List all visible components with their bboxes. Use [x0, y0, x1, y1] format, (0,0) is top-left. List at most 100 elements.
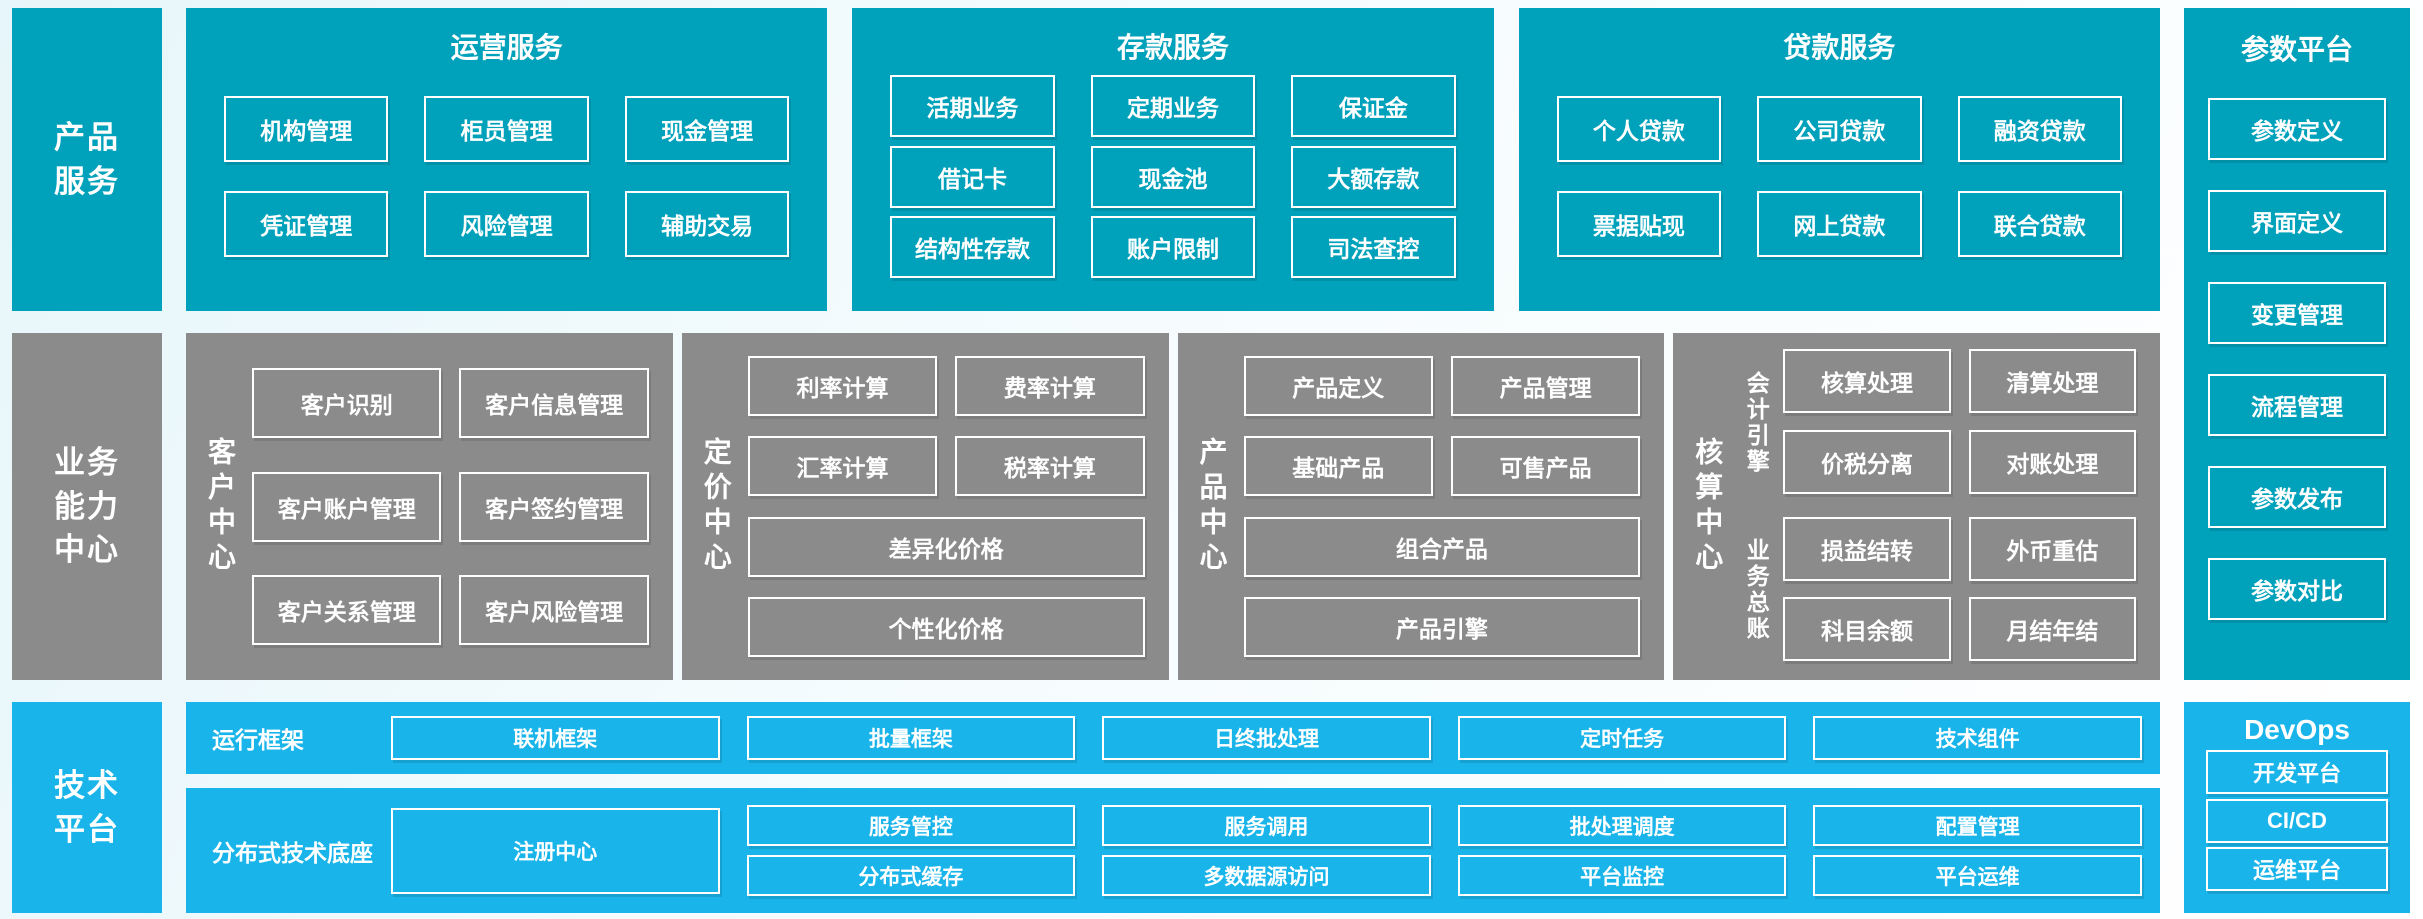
diagram-box: 客户签约管理 — [459, 471, 649, 542]
diagram-box: 个人贷款 — [1556, 95, 1722, 162]
diagram-box: 批处理调度 — [1457, 805, 1787, 846]
diagram-box: 可售产品 — [1450, 436, 1641, 497]
diagram-box: 界面定义 — [2208, 190, 2386, 252]
section-rows: 活期业务 定期业务 保证金 借记卡 现金池 大额存款 结构性存款 账户限制 司法… — [890, 66, 1456, 287]
diagram-box: 客户信息管理 — [459, 368, 649, 439]
diagram-box: 公司贷款 — [1757, 95, 1922, 162]
diagram-box: 平台运维 — [1813, 855, 2142, 896]
diagram-box: 变更管理 — [2208, 282, 2386, 344]
diagram-box: 产品管理 — [1450, 355, 1641, 416]
band-technology-platform: 运行框架 联机框架 批量框架 日终批处理 定时任务 技术组件 分布式技术底 — [186, 702, 2160, 913]
side-label-line: 服务 — [54, 163, 120, 199]
diagram-box: 服务调用 — [1102, 805, 1431, 846]
diagram-box: 风险管理 — [424, 191, 589, 258]
side-label-line: 技术 — [54, 768, 120, 804]
bar-slot: 注册中心 — [391, 807, 720, 894]
diagram-box: 参数发布 — [2208, 466, 2386, 528]
side-label-line: 业务 — [54, 445, 120, 481]
section-product-center: 产品中心 产品定义 产品管理 基础产品 可售产品 组合产品 产品引擎 — [1177, 333, 1665, 680]
diagram-box: 多数据源访问 — [1102, 855, 1431, 896]
diagram-box: 月结年结 — [1968, 597, 2136, 662]
diagram-box: 税率计算 — [955, 436, 1145, 497]
side-label-product-services: 产品 服务 — [12, 8, 162, 311]
diagram-box: 损益结转 — [1783, 516, 1951, 581]
bar-label: 分布式技术底座 — [212, 839, 373, 866]
diagram-box: 联合贷款 — [1957, 191, 2122, 258]
section-rows: 参数定义 界面定义 变更管理 流程管理 参数发布 参数对比 — [2208, 68, 2386, 650]
diagram-box: 客户账户管理 — [252, 471, 442, 542]
diagram-box: 司法查控 — [1291, 216, 1456, 279]
bar-slot: 批处理调度 平台监控 — [1457, 805, 1787, 896]
diagram-box: 配置管理 — [1813, 805, 2142, 846]
bar-label: 运行框架 — [212, 727, 304, 753]
diagram-box: 参数对比 — [2208, 558, 2386, 620]
diagram-box: 票据贴现 — [1556, 191, 1722, 258]
vertical-sublabel: 会计引擎 — [1743, 370, 1770, 475]
section-operations-services: 运营服务 机构管理 柜员管理 现金管理 凭证管理 风险管理 辅助交易 — [186, 8, 828, 311]
box-row: 凭证管理 风险管理 辅助交易 — [224, 191, 790, 258]
diagram-box: 批量框架 — [746, 716, 1076, 760]
diagram-box: 融资贷款 — [1957, 95, 2122, 162]
diagram-box: 定时任务 — [1457, 716, 1787, 760]
diagram-box: 现金池 — [1090, 145, 1256, 208]
diagram-box: 科目余额 — [1783, 597, 1951, 662]
vertical-label: 核算中心 — [1692, 436, 1724, 577]
diagram-box: 清算处理 — [1968, 349, 2136, 413]
diagram-box: 注册中心 — [391, 807, 720, 894]
diagram-box: 个性化价格 — [747, 597, 1145, 658]
diagram-box: CI/CD — [2206, 798, 2388, 843]
diagram-box: 服务管控 — [746, 805, 1076, 846]
bar-runtime-framework: 运行框架 联机框架 批量框架 日终批处理 定时任务 技术组件 — [186, 702, 2160, 774]
section-rows: 开发平台 CI/CD 运维平台 — [2206, 746, 2388, 895]
section-customer-center: 客户中心 客户识别 客户信息管理 客户账户管理 客户签约管理 客户关系管理 客户… — [186, 333, 673, 680]
diagram-box: 机构管理 — [224, 95, 389, 162]
diagram-box: 现金管理 — [624, 95, 790, 162]
vertical-label: 客户中心 — [205, 436, 236, 577]
section-accounting-center: 核算中心 会计引擎 核算处理 清算处理 价税分离 对账处理 业务总账 — [1673, 333, 2160, 680]
box-row: 活期业务 定期业务 保证金 — [890, 74, 1456, 137]
diagram-box: 保证金 — [1291, 74, 1456, 137]
diagram-box: 汇率计算 — [747, 436, 938, 497]
section-title: 贷款服务 — [1783, 32, 1896, 63]
diagram-box: 借记卡 — [890, 145, 1055, 208]
diagram-box: 差异化价格 — [747, 516, 1145, 577]
section-title: 运营服务 — [450, 32, 563, 63]
section-grid: 利率计算 费率计算 汇率计算 税率计算 差异化价格 个性化价格 — [747, 349, 1145, 664]
section-grid: 损益结转 外币重估 科目余额 月结年结 — [1783, 516, 2136, 665]
side-label-line: 能力 — [54, 488, 120, 524]
diagram-box: 流程管理 — [2208, 374, 2386, 436]
diagram-box: 活期业务 — [890, 74, 1055, 137]
box-row: 机构管理 柜员管理 现金管理 — [224, 95, 790, 162]
diagram-box: 账户限制 — [1090, 216, 1256, 279]
band-business-capability: 客户中心 客户识别 客户信息管理 客户账户管理 客户签约管理 客户关系管理 客户… — [186, 333, 2160, 680]
vertical-label: 定价中心 — [700, 436, 732, 577]
section-loan-services: 贷款服务 个人贷款 公司贷款 融资贷款 票据贴现 网上贷款 联合贷款 — [1518, 8, 2160, 311]
section-deposit-services: 存款服务 活期业务 定期业务 保证金 借记卡 现金池 大额存款 结构性存款 账户 — [852, 8, 1494, 311]
section-devops: DevOps 开发平台 CI/CD 运维平台 — [2184, 702, 2410, 913]
accounting-group-engine: 会计引擎 核算处理 清算处理 价税分离 对账处理 — [1739, 349, 2136, 497]
vertical-label: 产品中心 — [1196, 436, 1228, 577]
vertical-sublabel: 业务总账 — [1743, 538, 1770, 643]
section-parameter-platform: 参数平台 参数定义 界面定义 变更管理 流程管理 参数发布 参数对比 — [2184, 8, 2410, 680]
diagram-box: 产品引擎 — [1243, 597, 1641, 658]
diagram-box: 运维平台 — [2206, 846, 2388, 891]
diagram-box: 技术组件 — [1813, 716, 2142, 760]
diagram-box: 定期业务 — [1090, 74, 1256, 137]
diagram-box: 基础产品 — [1243, 436, 1433, 497]
side-label-line: 中心 — [54, 532, 120, 568]
side-label-line: 平台 — [54, 811, 120, 847]
diagram-box: 客户风险管理 — [459, 574, 649, 645]
section-title: 参数平台 — [2240, 34, 2353, 65]
diagram-box: 开发平台 — [2206, 750, 2388, 795]
diagram-box: 凭证管理 — [224, 191, 389, 258]
diagram-box: 价税分离 — [1783, 429, 1951, 494]
diagram-box: 网上贷款 — [1757, 191, 1922, 258]
bar-slot: 联机框架 — [391, 716, 720, 760]
diagram-box: 平台监控 — [1457, 855, 1787, 896]
section-rows: 机构管理 柜员管理 现金管理 凭证管理 风险管理 辅助交易 — [224, 66, 790, 287]
section-grid: 产品定义 产品管理 基础产品 可售产品 组合产品 产品引擎 — [1243, 349, 1641, 664]
accounting-groups: 会计引擎 核算处理 清算处理 价税分离 对账处理 业务总账 损益结转 外币重估 — [1739, 349, 2136, 664]
diagram-box: 利率计算 — [747, 355, 938, 416]
